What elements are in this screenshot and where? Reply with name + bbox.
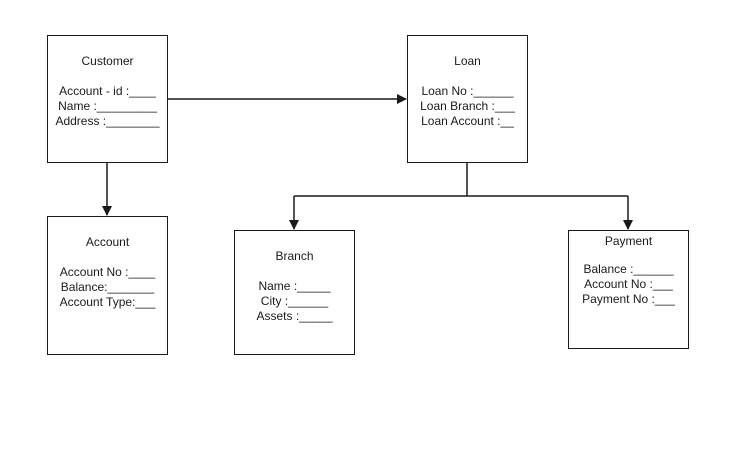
- entity-field: Account - id :____: [59, 84, 156, 98]
- entity-field: Name :_________: [58, 99, 157, 113]
- entity-field: Loan Branch :___: [420, 99, 515, 113]
- entity-field: Balance :______: [583, 262, 674, 276]
- entity-field: Account No :____: [59, 265, 156, 279]
- entity-payment: Payment Balance :______ Account No :___ …: [568, 230, 689, 349]
- entity-title: Customer: [81, 54, 134, 68]
- entity-field: Loan Account :__: [421, 114, 514, 128]
- entity-field: Assets :_____: [256, 309, 333, 323]
- entity-loan: Loan Loan No :______ Loan Branch :___ Lo…: [407, 35, 528, 163]
- entity-field: Payment No :___: [582, 292, 675, 306]
- entity-account: Account Account No :____ Balance:_______…: [47, 216, 168, 355]
- entity-branch: Branch Name :_____ City :______ Assets :…: [234, 230, 355, 355]
- entity-title: Account: [85, 235, 130, 249]
- entity-field: Loan No :______: [421, 84, 514, 98]
- entity-title: Loan: [454, 54, 481, 68]
- entity-field: Address :________: [55, 114, 160, 128]
- entity-title: Branch: [275, 249, 314, 263]
- entity-field: Account No :___: [584, 277, 673, 291]
- entity-customer: Customer Account - id :____ Name :______…: [47, 35, 168, 163]
- entity-title: Payment: [604, 234, 653, 248]
- entity-field: Balance:_______: [60, 280, 155, 294]
- entity-field: Name :_____: [258, 279, 331, 293]
- entity-field: Account Type:___: [59, 295, 156, 309]
- entity-field: City :______: [260, 294, 329, 308]
